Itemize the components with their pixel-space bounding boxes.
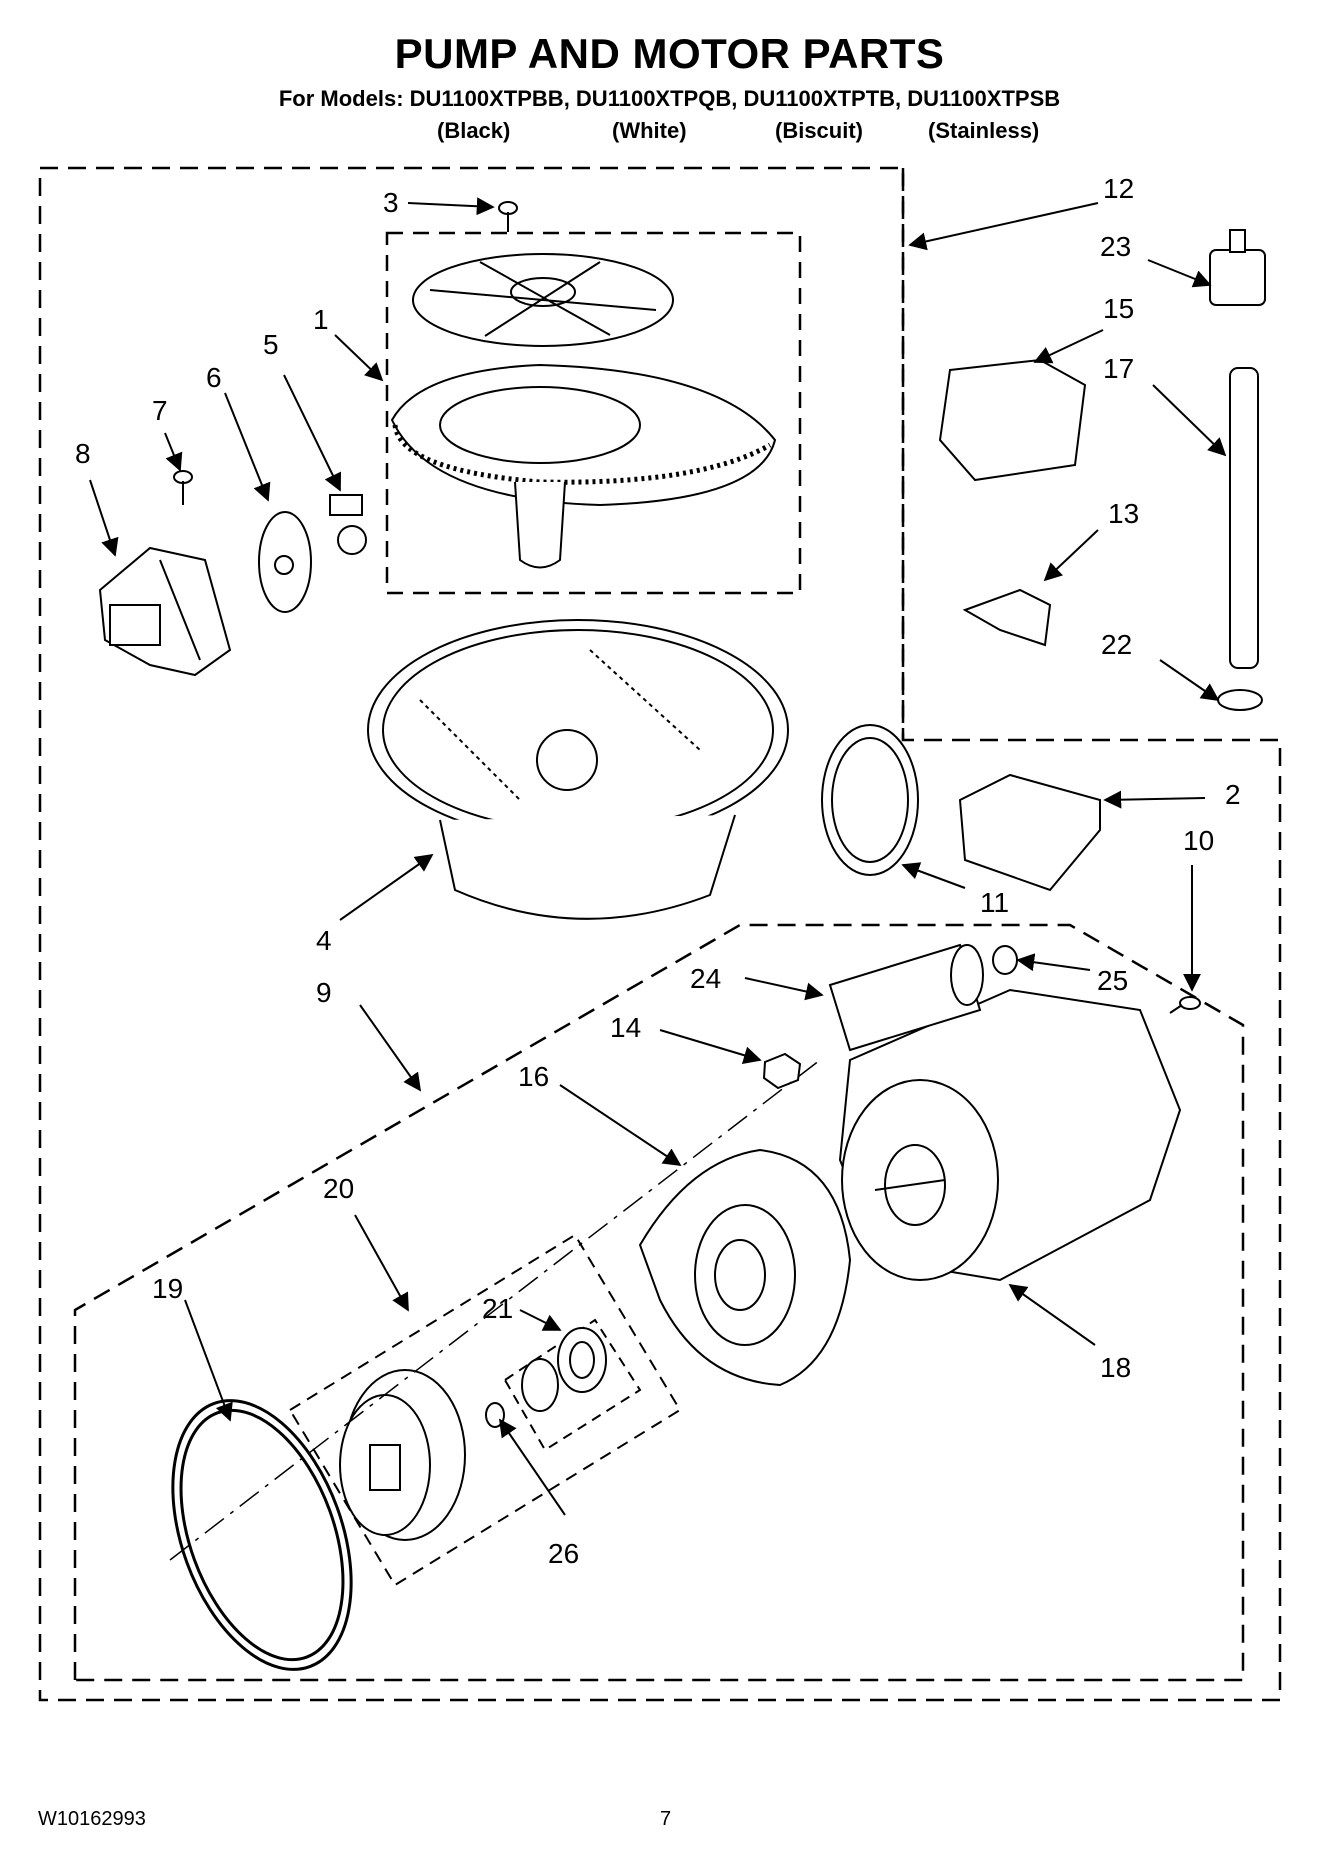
callout-4: 4 [316,925,332,956]
part-11-gasket [821,724,919,876]
outer-dashed-boundary [38,166,1282,1702]
callout-2: 2 [1225,779,1241,810]
callout-7: 7 [152,395,168,426]
callout-25: 25 [1097,965,1128,996]
part-24-capacitor [828,943,984,1052]
callout-9: 9 [316,977,332,1008]
callout-10: 10 [1183,825,1214,856]
part-1-filter-gear [390,363,777,569]
part-7-screw [173,470,193,505]
assembly-9-boundary [73,923,1245,1682]
callout-8: 8 [75,438,91,469]
part-25-washer [992,945,1018,975]
callout-21: 21 [482,1293,513,1324]
callout-14: 14 [610,1012,641,1043]
part-8-diverter-housing [98,546,232,677]
callout-12: 12 [1103,173,1134,204]
callout-19: 19 [152,1273,183,1304]
part-13-clip [962,588,1052,647]
part-20-impeller [339,1369,466,1541]
callout-15: 15 [1103,293,1134,324]
part-10-screw [1169,996,1201,1014]
part-5-clip [329,494,367,555]
part-4-sump-assembly [367,619,789,920]
color-label-stainless: (Stainless) [928,118,1040,143]
part-3-screw [498,201,518,232]
part-15-switch [938,358,1087,482]
page-title: PUMP AND MOTOR PARTS [394,30,945,77]
document-number: W10162993 [38,1808,146,1830]
models-line: For Models: DU1100XTPBB, DU1100XTPQB, DU… [278,86,1061,111]
part-2-cover [958,773,1101,892]
callout-24: 24 [690,963,721,994]
color-label-biscuit: (Biscuit) [775,118,863,143]
part-1-spray-arm-cover [412,253,674,347]
callout-26: 26 [548,1538,579,1569]
callout-16: 16 [518,1061,549,1092]
assembly-axis-line [169,1059,821,1561]
callout-5: 5 [263,329,279,360]
assembly-20-boundary [288,1233,682,1587]
leader-arrows [89,197,1227,1516]
callout-1: 1 [313,304,329,335]
part-17-hose [1229,367,1259,669]
page-number: 7 [660,1808,672,1830]
callout-22: 22 [1101,629,1132,660]
part-16-pump-housing [638,1148,852,1387]
callout-20: 20 [323,1173,354,1204]
part-22-clamp [1217,689,1263,711]
callout-11: 11 [980,887,1009,918]
callout-3: 3 [383,187,399,218]
part-21-seal [521,1327,607,1412]
color-label-black: (Black) [437,118,511,143]
assembly-1-boundary [385,231,802,595]
part-26-washer [485,1402,505,1428]
callout-18: 18 [1100,1352,1131,1383]
callout-6: 6 [206,362,222,393]
part-18-motor [838,988,1182,1282]
callout-17: 17 [1103,353,1134,384]
part-14-nut [762,1052,802,1090]
part-6-disc [258,511,312,613]
callout-13: 13 [1108,498,1139,529]
callout-23: 23 [1100,231,1131,262]
part-23-valve [1209,229,1266,306]
color-label-white: (White) [612,118,687,143]
